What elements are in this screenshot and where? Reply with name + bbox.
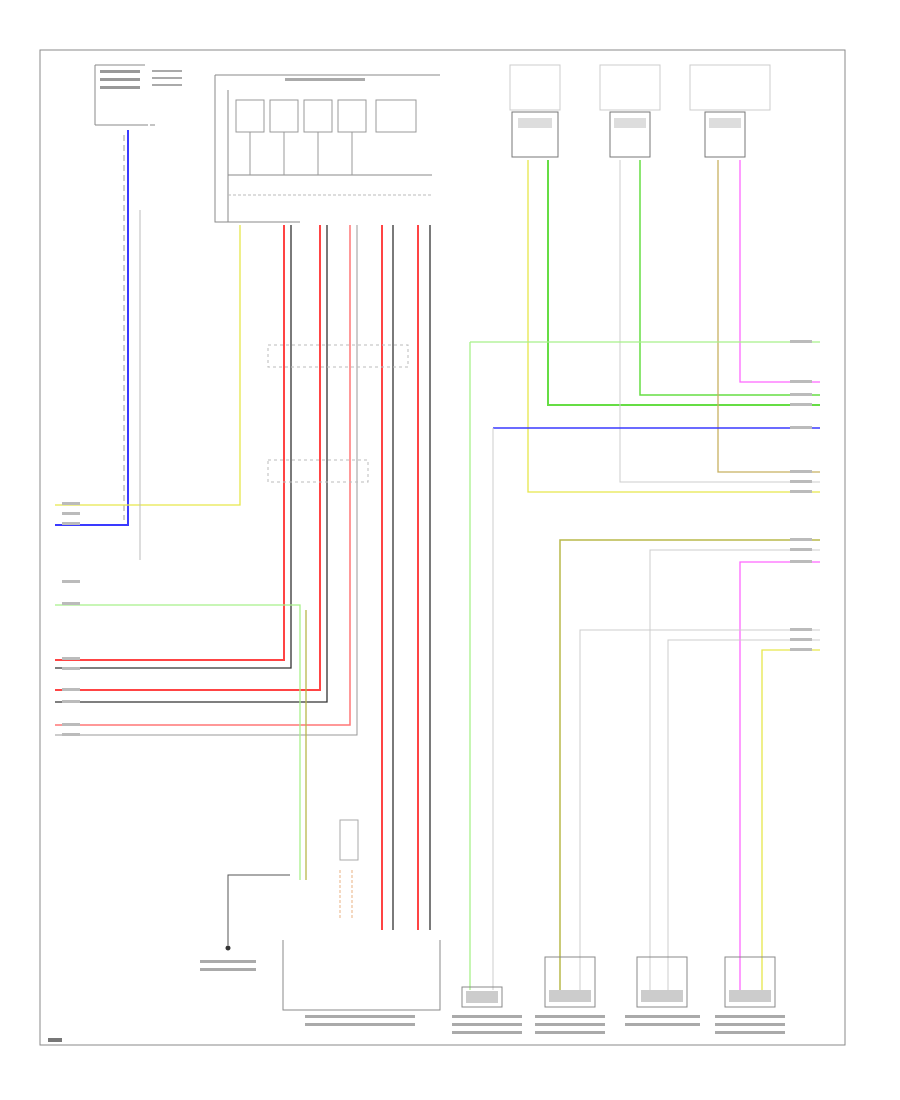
bottom-center-connector <box>282 819 441 1026</box>
left-edge-labels <box>62 502 80 736</box>
sub-terminal-1 <box>235 99 265 133</box>
wire-group-lower-right <box>559 539 820 990</box>
wire-blue <box>55 130 129 526</box>
bottom-component-2 <box>535 956 605 1034</box>
wire-group-right <box>469 160 820 990</box>
speaker-icon <box>452 986 522 1034</box>
wire-yellow-top <box>55 225 241 506</box>
right-edge-labels <box>790 340 812 651</box>
sub-terminal-4 <box>337 99 367 133</box>
sub-terminal-5 <box>375 99 417 133</box>
diagram-frame <box>39 49 846 1046</box>
ground-icon <box>200 874 290 971</box>
bottom-component-4 <box>715 956 785 1034</box>
sub-terminal-2 <box>269 99 299 133</box>
wire-bundle-center <box>55 225 431 930</box>
splice-box-1 <box>267 344 409 368</box>
splice-box-2 <box>267 459 369 483</box>
top-right-component-2 <box>599 64 661 158</box>
top-left-module <box>94 64 182 126</box>
top-center-module <box>214 74 440 223</box>
bottom-component-3 <box>625 956 700 1026</box>
top-right-component-3 <box>689 64 771 158</box>
sub-terminal-3 <box>303 99 333 133</box>
wire-green-left <box>55 604 301 880</box>
top-right-component-1 <box>509 64 561 158</box>
page-number-marker <box>48 1038 62 1042</box>
